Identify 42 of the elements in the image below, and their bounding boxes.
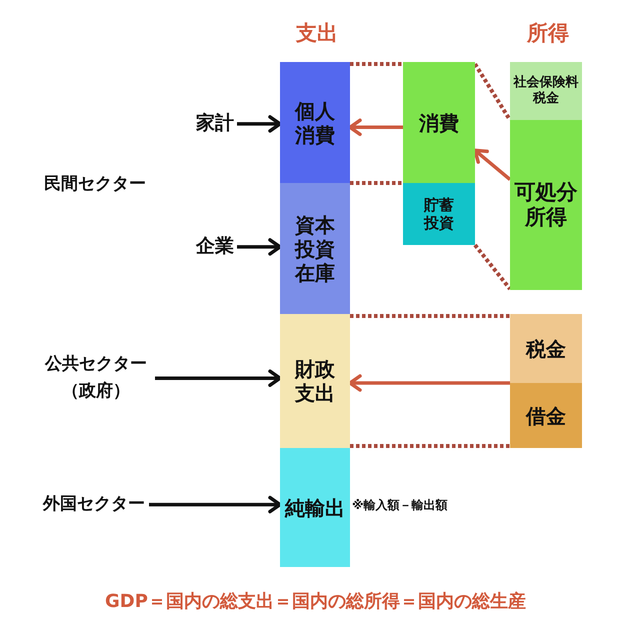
sector-label: 外国セクター — [43, 494, 145, 516]
bar-segment — [510, 120, 582, 290]
block-label: 個人消費 — [294, 98, 336, 146]
block-label: 消費 — [418, 110, 460, 134]
block-label: 貯蓄投資 — [423, 196, 455, 232]
bar-segment — [403, 62, 475, 183]
bar-segment — [280, 448, 350, 567]
block-label: 財政支出 — [294, 357, 336, 405]
bar-segment — [280, 62, 350, 183]
block-label: 純輸出 — [284, 496, 346, 520]
dotted-line — [350, 444, 510, 448]
dotted-line — [473, 62, 512, 122]
equation-caption: GDP＝国内の総支出＝国内の総所得＝国内の総生産 — [105, 591, 526, 614]
sector-label: 公共セクター（政府） — [40, 351, 152, 406]
dotted-line — [350, 314, 510, 318]
block-label: 社会保険料税金 — [512, 75, 580, 107]
bar-segment — [280, 183, 350, 314]
sector-label: 企業 — [196, 235, 234, 259]
sector-label: 民間セクター — [44, 174, 146, 196]
bar-segment — [510, 62, 582, 120]
bar-segment — [510, 383, 582, 448]
bar-segment — [280, 314, 350, 448]
arrow — [237, 115, 282, 133]
column-heading: 所得 — [527, 20, 569, 46]
arrow — [348, 118, 403, 136]
dotted-line — [350, 62, 403, 66]
arrow — [155, 369, 282, 387]
sector-label: 家計 — [196, 112, 234, 136]
arrow — [473, 148, 512, 181]
arrow — [149, 496, 282, 514]
block-label: 借金 — [524, 404, 567, 428]
note-text: ※輸入額－輸出額 — [352, 498, 448, 513]
block-label: 税金 — [524, 336, 567, 360]
column-heading: 支出 — [296, 20, 338, 46]
dotted-line — [350, 181, 403, 185]
bar-segment — [510, 314, 582, 383]
block-label: 資本投資在庫 — [294, 212, 336, 284]
arrow — [237, 238, 282, 256]
bar-segment — [403, 183, 475, 245]
dotted-line — [473, 244, 512, 290]
arrow — [348, 374, 510, 392]
block-label: 可処分所得 — [514, 180, 578, 230]
